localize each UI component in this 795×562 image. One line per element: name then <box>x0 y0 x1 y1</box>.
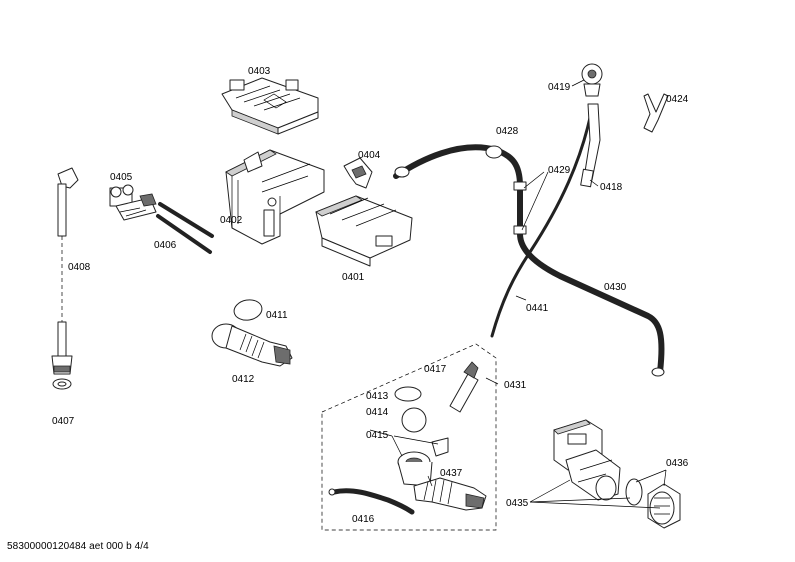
label-0408: 0408 <box>68 262 91 273</box>
label-0407: 0407 <box>52 416 75 427</box>
label-0424: 0424 <box>666 94 689 105</box>
label-0418: 0418 <box>600 182 623 193</box>
label-0441: 0441 <box>526 303 549 314</box>
label-0415: 0415 <box>366 430 389 441</box>
part-0437-drawing <box>413 477 487 511</box>
part-0412-drawing <box>211 323 293 367</box>
part-0424-drawing <box>643 93 669 133</box>
part-0403-drawing <box>221 77 319 135</box>
part-0405-drawing <box>109 184 157 221</box>
label-0436: 0436 <box>666 458 689 469</box>
part-0406-drawing <box>156 202 214 254</box>
label-0429: 0429 <box>548 165 571 176</box>
part-0404-drawing <box>343 157 373 189</box>
label-0404: 0404 <box>358 150 381 161</box>
part-0430-drawing <box>651 367 665 377</box>
part-0416-drawing <box>328 488 415 515</box>
label-0412: 0412 <box>232 374 255 385</box>
label-0431: 0431 <box>504 380 527 391</box>
label-0437: 0437 <box>440 468 463 479</box>
part-0402-drawing <box>225 149 325 245</box>
assembly-0431-boundary <box>321 343 497 531</box>
part-0418-drawing <box>580 103 601 188</box>
label-0428: 0428 <box>496 126 519 137</box>
label-0417: 0417 <box>424 364 447 375</box>
part-0417-drawing <box>449 361 479 413</box>
part-0435-drawing <box>553 419 621 501</box>
leader-lines <box>369 79 667 509</box>
part-0415-drawing <box>397 437 449 487</box>
part-0411-drawing <box>233 299 263 321</box>
label-0406: 0406 <box>154 240 177 251</box>
part-0408-drawing <box>51 167 79 375</box>
label-0435: 0435 <box>506 498 529 509</box>
part-0414-drawing <box>401 407 427 433</box>
label-0402: 0402 <box>220 215 243 226</box>
part-0419-drawing <box>581 63 603 97</box>
part-labels: 0403 0404 0402 0401 0405 0406 0408 0407 … <box>52 66 689 525</box>
part-0401-drawing <box>315 195 413 267</box>
label-0413: 0413 <box>366 391 389 402</box>
part-0413-drawing <box>394 386 422 402</box>
label-0401: 0401 <box>342 272 365 283</box>
label-0403: 0403 <box>248 66 271 77</box>
label-0405: 0405 <box>110 172 133 183</box>
document-code: 58300000120484 aet 000 b 4/4 <box>7 541 149 552</box>
label-0430: 0430 <box>604 282 627 293</box>
part-0428-drawing <box>393 144 665 375</box>
part-0436-drawing <box>625 478 681 529</box>
label-0414: 0414 <box>366 407 389 418</box>
part-0441-drawing <box>490 106 594 338</box>
label-0416: 0416 <box>352 514 375 525</box>
part-0407-drawing <box>52 378 72 390</box>
label-0411: 0411 <box>266 310 288 321</box>
label-0419: 0419 <box>548 82 571 93</box>
